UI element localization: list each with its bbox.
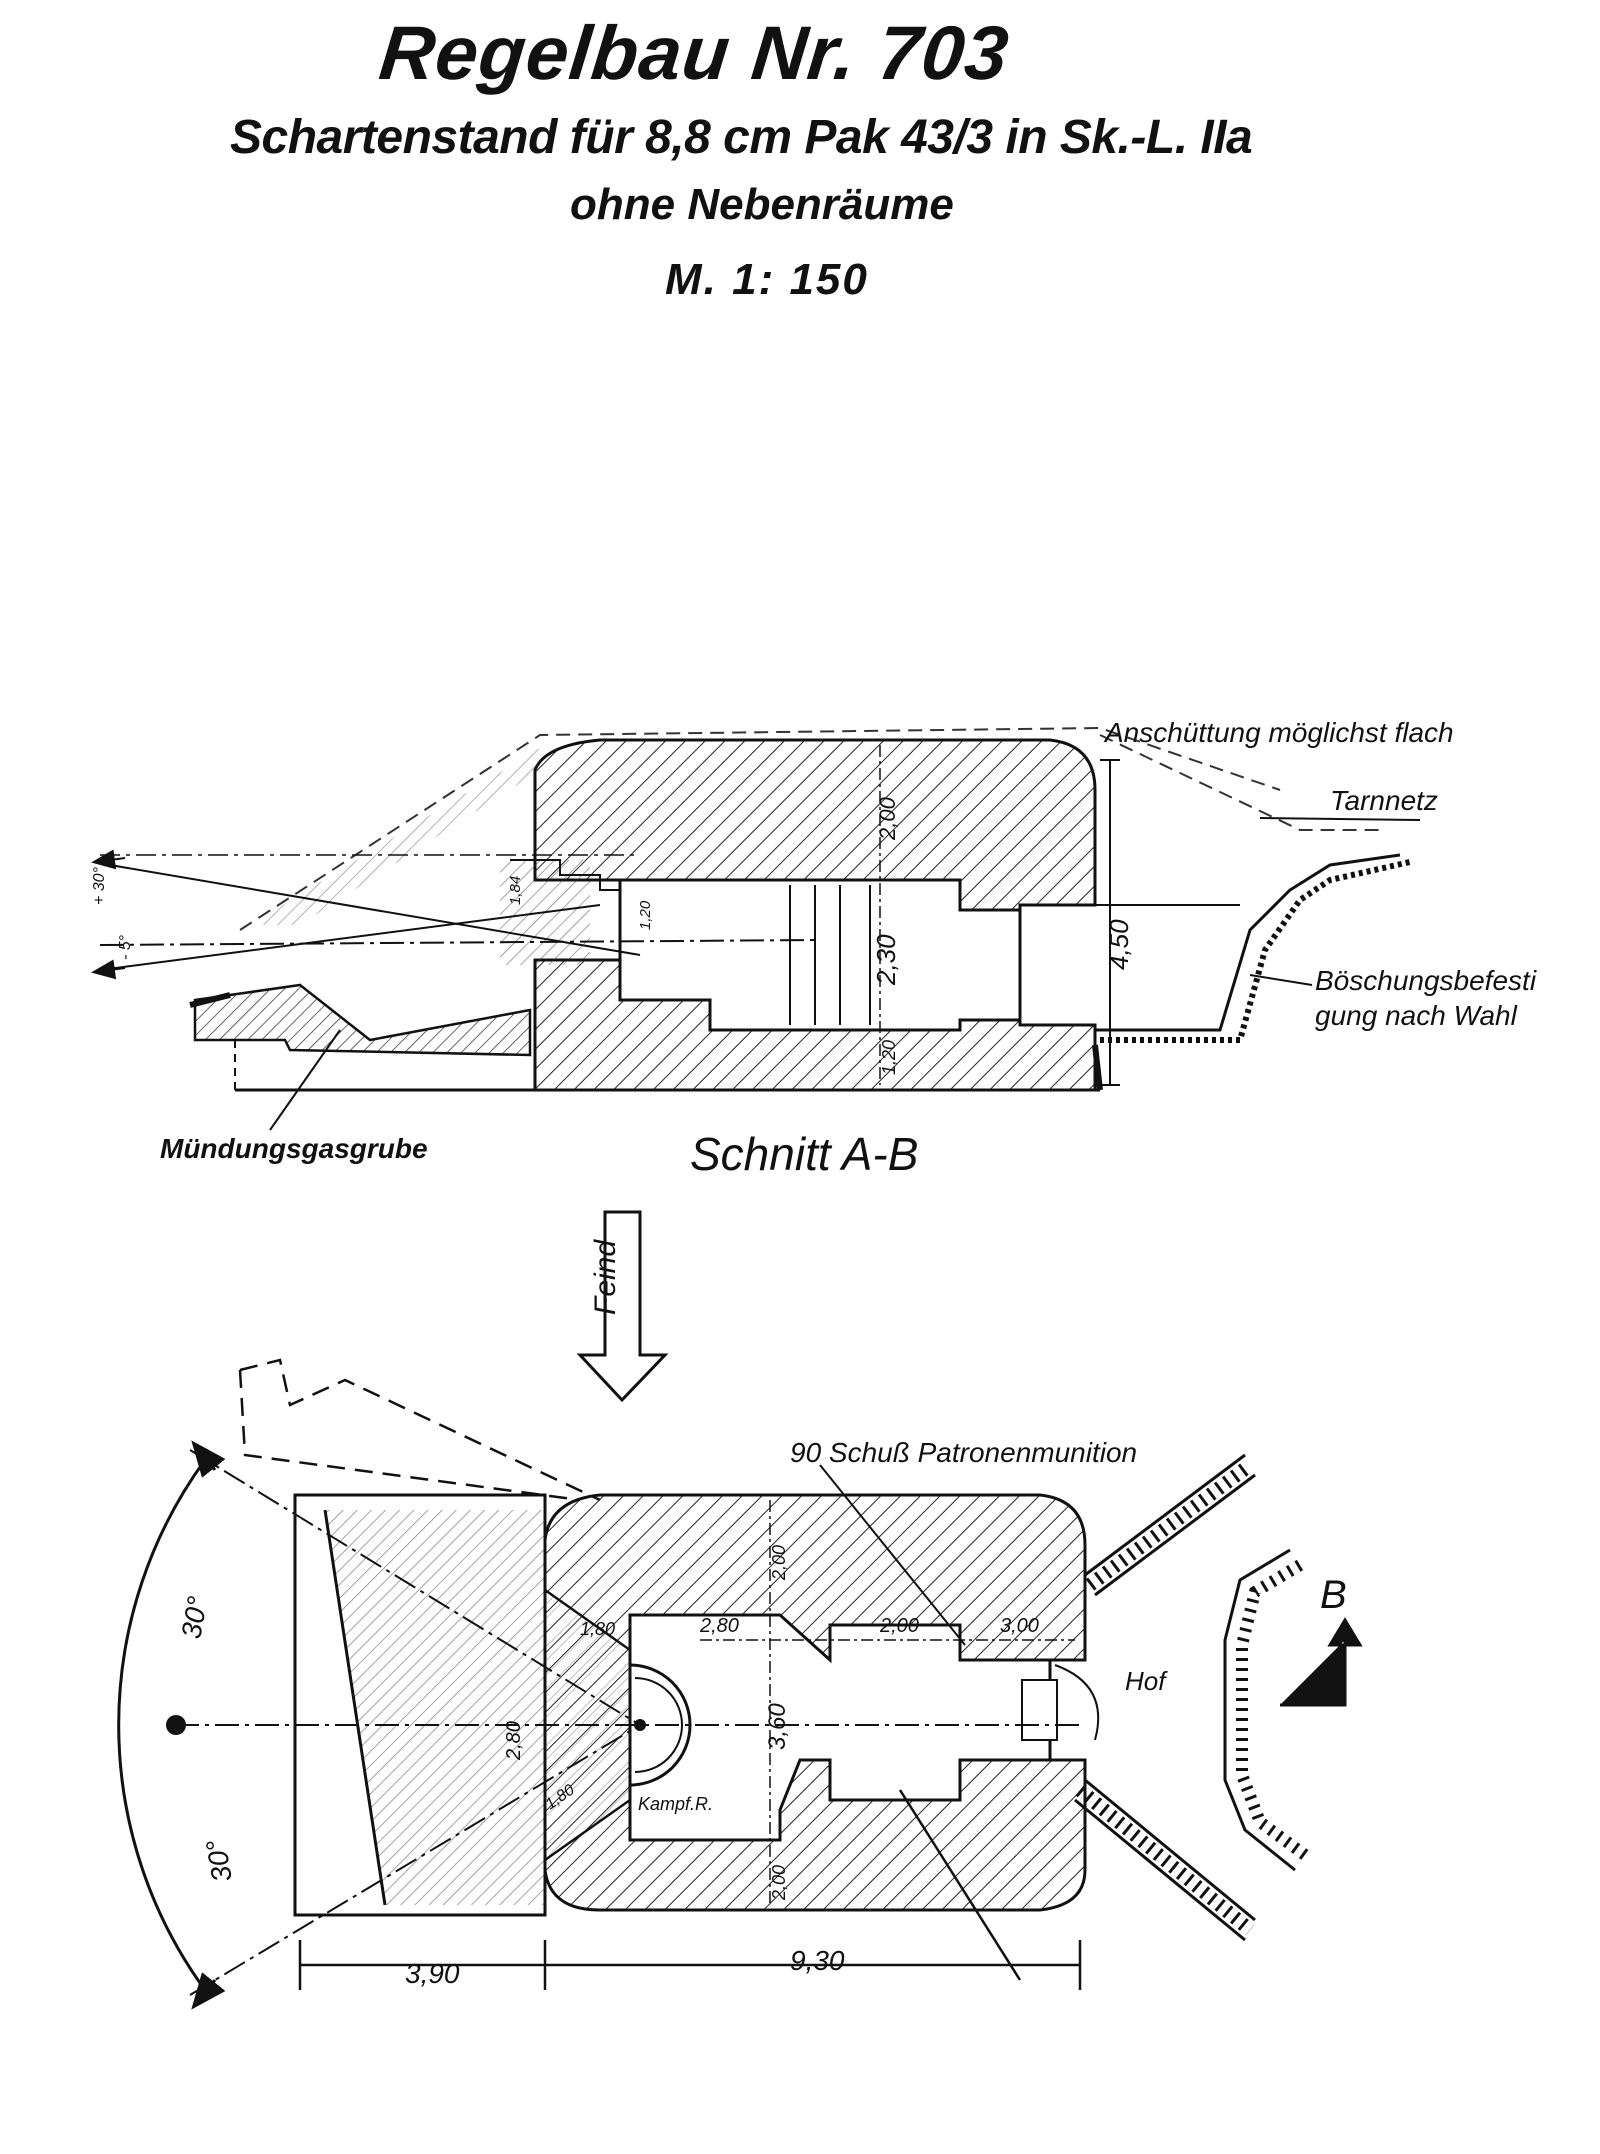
line-of-fire-axis <box>99 939 821 946</box>
label-muendungsgasgrube: Mündungsgasgrube <box>160 1133 428 1164</box>
dim-plan-wall-top: 2,00 <box>769 1545 789 1581</box>
dim-floor: 1,20 <box>879 1040 899 1075</box>
drawing-subtitle-2: ohne Nebenräume <box>570 180 954 229</box>
muzzle-gas-pit <box>193 983 532 1057</box>
dim-angle-bottom: 30° <box>200 1837 238 1884</box>
gun-area-outline <box>239 1358 601 1502</box>
rear-trench <box>1095 853 1401 1032</box>
angle-label-minus: - 5° <box>117 934 134 960</box>
earth-cover-hatch <box>250 745 545 925</box>
label-tarnnetz: Tarnnetz <box>1330 785 1438 816</box>
label-kampfraum: Kampf.R. <box>638 1794 713 1814</box>
label-anschuettung: Anschüttung möglichst flach <box>1103 717 1454 748</box>
enemy-direction-arrow: Feind <box>576 1210 669 1403</box>
dim-slit-a: 1,20 <box>637 900 654 930</box>
dim-chamber-height: 2,30 <box>871 934 901 986</box>
dim-plan-left-top: 1,80 <box>580 1619 615 1639</box>
dim-plan-wall-bottom: 2,00 <box>769 1865 789 1901</box>
section-view: + 30° - 5° 1,84 1,20 2,00 2,30 1,20 4,50… <box>91 717 1537 1180</box>
drawing-subtitle: Schartenstand für 8,8 cm Pak 43/3 in Sk.… <box>230 111 1253 164</box>
trench-arm-lower <box>1074 1778 1256 1942</box>
label-munition: 90 Schuß Patronenmunition <box>790 1437 1137 1468</box>
dim-plan-w3: 3,00 <box>1000 1615 1039 1637</box>
dim-plan-depth: 2,80 <box>503 1721 525 1761</box>
gun-position <box>629 1663 692 1787</box>
dim-span-right: 9,30 <box>790 1945 845 1976</box>
dim-slit-b: 1,84 <box>507 876 524 905</box>
section-marker-b-symbol <box>1280 1617 1363 1707</box>
fighting-chamber-section <box>618 878 1022 1032</box>
enemy-label: Feind <box>589 1239 622 1315</box>
section-caption: Schnitt A-B <box>690 1128 918 1180</box>
angle-label-plus: + 30° <box>91 866 108 905</box>
label-boeschung-2: gung nach Wahl <box>1315 1000 1518 1031</box>
rear-door <box>1021 1679 1058 1741</box>
trench-traverse <box>1223 1548 1309 1872</box>
dim-top-wall: 2,00 <box>875 796 900 841</box>
dim-span-left: 3,90 <box>405 1958 460 1989</box>
earth-cover-outline <box>239 726 1281 931</box>
fighting-chamber-plan <box>628 1613 1052 1842</box>
plan-view: B 90 Schuß Patronenmunition Hof Kampf.R.… <box>117 1358 1363 2010</box>
drawing-scale: M. 1: 150 <box>665 255 869 304</box>
label-boeschung-1: Böschungsbefesti <box>1315 965 1537 996</box>
dim-angle-top: 30° <box>175 1594 213 1641</box>
dim-plan-inner-width: 3,60 <box>764 1703 791 1750</box>
trench-arm-upper <box>1084 1453 1256 1597</box>
dim-total-height: 4,50 <box>1104 919 1134 970</box>
section-marker-b: B <box>1320 1573 1347 1617</box>
traverse-arc <box>117 1459 207 1991</box>
dim-plan-w2: 2,00 <box>879 1615 919 1637</box>
dim-plan-w1: 2,80 <box>699 1615 739 1637</box>
label-hof: Hof <box>1125 1666 1168 1696</box>
